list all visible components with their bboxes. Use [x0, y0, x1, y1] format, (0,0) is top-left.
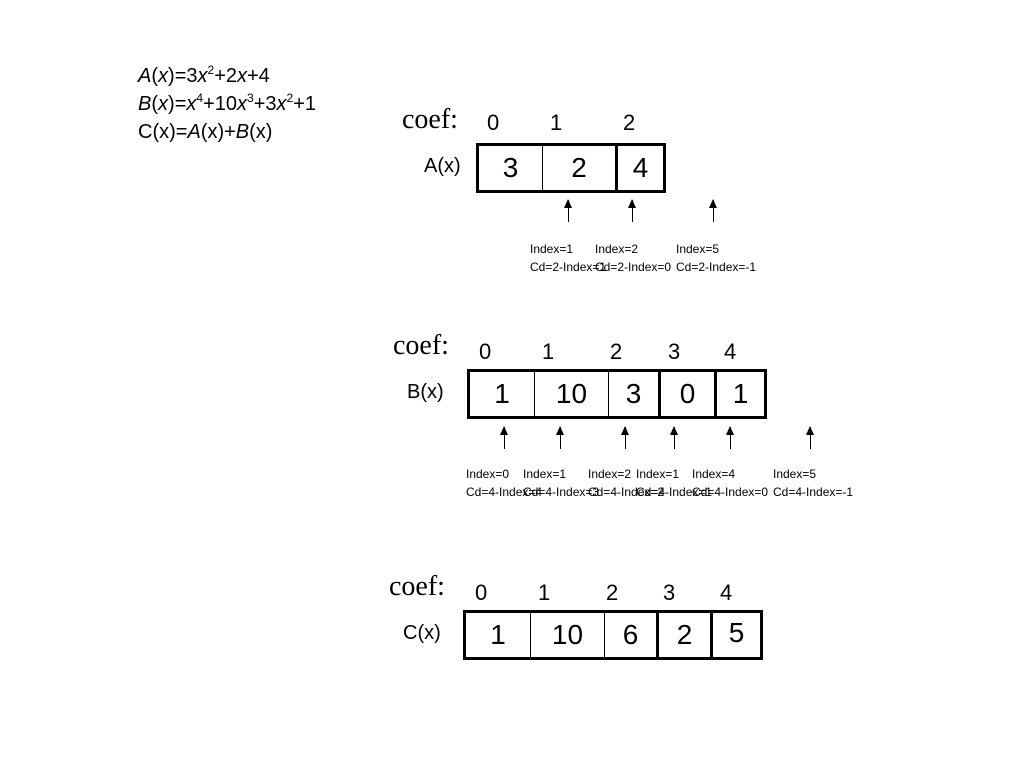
- array-label-a: A(x): [424, 155, 461, 177]
- coef-label-c: coef:: [389, 571, 445, 602]
- coef-label-b: coef:: [393, 330, 449, 361]
- arrow-up-icon: [806, 426, 814, 449]
- cell-b-4: 1: [714, 372, 764, 416]
- index-c-4: 4: [720, 580, 733, 605]
- arrow-up-icon: [621, 426, 629, 449]
- cell-c-0: 1: [490, 619, 506, 650]
- arrow-up-icon: [670, 426, 678, 449]
- cell-b-2: 3: [608, 372, 658, 416]
- formula-a: A(x)=3x2+2x+4: [138, 63, 270, 87]
- cell-c-4: 5: [710, 613, 760, 657]
- cell-c-1: 10: [530, 613, 604, 657]
- coef-label-a: coef:: [402, 104, 458, 135]
- index-b-4: 4: [724, 339, 737, 364]
- index-b-2: 2: [610, 339, 623, 364]
- formula-c: C(x)=A(x)+B(x): [138, 121, 273, 143]
- index-b-3: 3: [668, 339, 681, 364]
- index-b-0: 0: [479, 339, 492, 364]
- index-c-1: 1: [538, 580, 551, 605]
- index-a-1: 1: [550, 110, 563, 135]
- array-label-b: B(x): [407, 381, 444, 403]
- formula-b: B(x)=x4+10x3+3x2+1: [138, 91, 316, 115]
- arrow-up-icon: [564, 199, 572, 222]
- index-c-0: 0: [475, 580, 488, 605]
- index-a-2: 2: [623, 110, 636, 135]
- array-a: 3 2 4: [476, 143, 666, 193]
- arrow-up-icon: [628, 199, 636, 222]
- polynomial-definitions: A(x)=3x2+2x+4 B(x)=x4+10x3+3x2+1 C(x)=A(…: [138, 62, 316, 146]
- cell-b-3: 0: [658, 372, 714, 416]
- cell-b-1: 10: [534, 372, 608, 416]
- index-a-0: 0: [487, 110, 500, 135]
- cell-b-0: 1: [494, 378, 510, 409]
- index-b-1: 1: [542, 339, 555, 364]
- cell-c-2: 6: [604, 613, 656, 657]
- arrow-up-icon: [556, 426, 564, 449]
- cell-a-1: 2: [542, 146, 615, 190]
- array-label-c: C(x): [403, 622, 441, 644]
- arrow-up-icon: [726, 426, 734, 449]
- arrow-up-icon: [709, 199, 717, 222]
- cell-a-0: 3: [502, 152, 519, 183]
- cell-a-2: 4: [615, 146, 663, 190]
- index-c-2: 2: [606, 580, 619, 605]
- array-b: 1 10 3 0 1: [467, 369, 767, 419]
- index-c-3: 3: [663, 580, 676, 605]
- cell-c-3: 2: [656, 613, 710, 657]
- array-c: 1 10 6 2 5: [463, 610, 763, 660]
- arrow-up-icon: [500, 426, 508, 449]
